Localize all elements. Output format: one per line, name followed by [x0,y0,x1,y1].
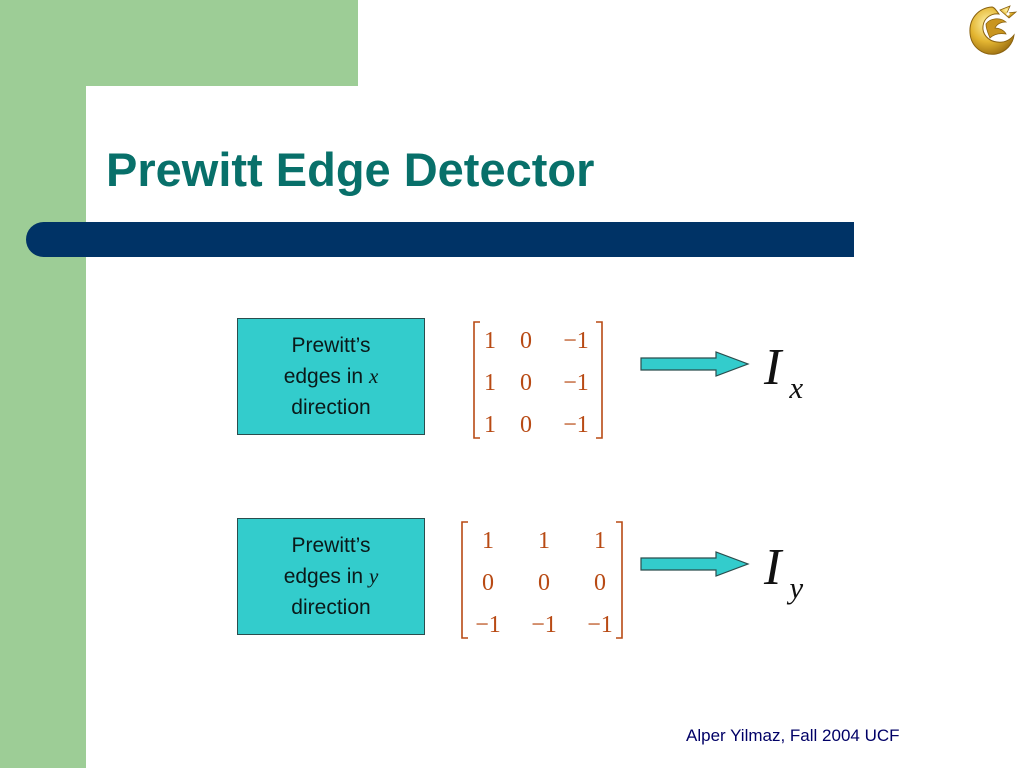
matrix-right-bracket [596,321,603,439]
label-text-y: Prewitt’s edges in y direction [284,530,379,623]
matrix-cell: 1 [484,412,496,438]
result-subscript: x [789,370,804,405]
matrix-cell: 0 [538,570,550,596]
matrix-cell: 1 [594,528,606,554]
matrix-cell: 0 [520,370,532,396]
slide-title: Prewitt Edge Detector [106,143,595,196]
matrix-left-bracket [473,321,480,439]
matrix-cell: 0 [520,412,532,438]
matrix-cell: 1 [538,528,550,554]
prewitt-y-kernel-matrix: 1 1 1 0 0 0 −1 −1 −1 [461,521,623,639]
matrix-cell: 1 [484,328,496,354]
content-corner [86,86,186,186]
result-base: I [764,339,782,396]
result-subscript: y [789,570,804,605]
matrix-cell: 0 [482,570,494,596]
prewitt-x-kernel-matrix: 1 0 −1 1 0 −1 1 0 −1 [473,321,603,439]
result-base: I [764,539,782,596]
right-arrow-icon [640,351,750,377]
matrix-cell: −1 [563,412,589,438]
ucf-pegasus-logo-icon [969,5,1018,55]
right-arrow-icon [640,551,750,577]
matrix-cell: 0 [520,328,532,354]
label-suffix: direction [291,596,371,619]
label-mid: edges in [283,565,364,588]
title-underline-bar [26,222,854,257]
matrix-cell: −1 [531,612,557,638]
matrix-cell: −1 [563,370,589,396]
label-mid: edges in [283,365,364,388]
label-box-x-direction: Prewitt’s edges in x direction [237,318,425,435]
label-text-x: Prewitt’s edges in x direction [284,330,379,423]
matrix-cell: 1 [482,528,494,554]
label-prefix: Prewitt’s [291,334,371,357]
matrix-right-bracket [616,521,623,639]
matrix-cell: 1 [484,370,496,396]
slide-footer: Alper Yilmaz, Fall 2004 UCF [686,726,900,745]
side-panel-left [0,0,86,768]
label-variable: x [368,364,379,388]
label-prefix: Prewitt’s [291,534,371,557]
matrix-cell: −1 [475,612,501,638]
label-suffix: direction [291,396,371,419]
label-variable: y [368,564,379,588]
matrix-cell: −1 [587,612,613,638]
matrix-cell: 0 [594,570,606,596]
matrix-cell: −1 [563,328,589,354]
matrix-left-bracket [461,521,468,639]
label-box-y-direction: Prewitt’s edges in y direction [237,518,425,635]
